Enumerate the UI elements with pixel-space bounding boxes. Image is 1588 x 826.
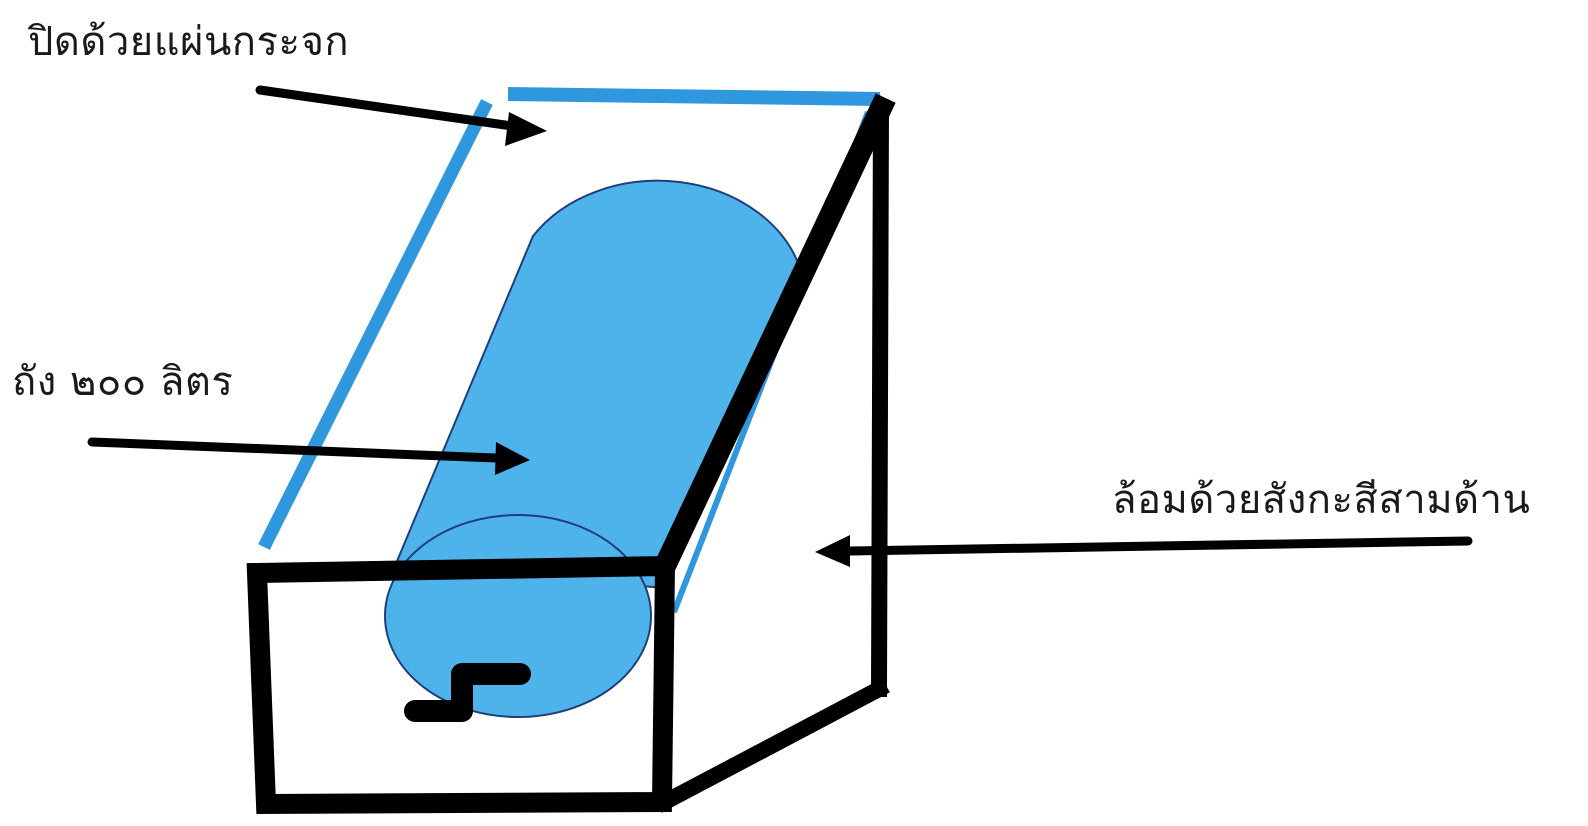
arrow-to-tank (87, 437, 530, 475)
tank-label: ถัง ๒๐๐ ลิตร (12, 359, 234, 405)
frame-back-vertical (870, 99, 890, 698)
tank-end-cap (384, 514, 652, 718)
arrow-to-glass (255, 85, 547, 146)
frame-slanted-edge (650, 93, 896, 581)
tank-outlet-pipe (404, 663, 531, 722)
zinc-walls-label: ล้อมด้วยสังกะสีสามด้าน (1112, 477, 1531, 523)
glass-edge-left (258, 99, 493, 550)
glass-cover-label: ปิดด้วยแผ่นกระจก (28, 19, 350, 65)
frame (246, 93, 896, 815)
arrows (87, 85, 1473, 567)
glass-edge-top (507, 87, 881, 106)
frame-bottom-edge (654, 678, 890, 813)
arrow-to-zinc-walls (815, 535, 1473, 567)
